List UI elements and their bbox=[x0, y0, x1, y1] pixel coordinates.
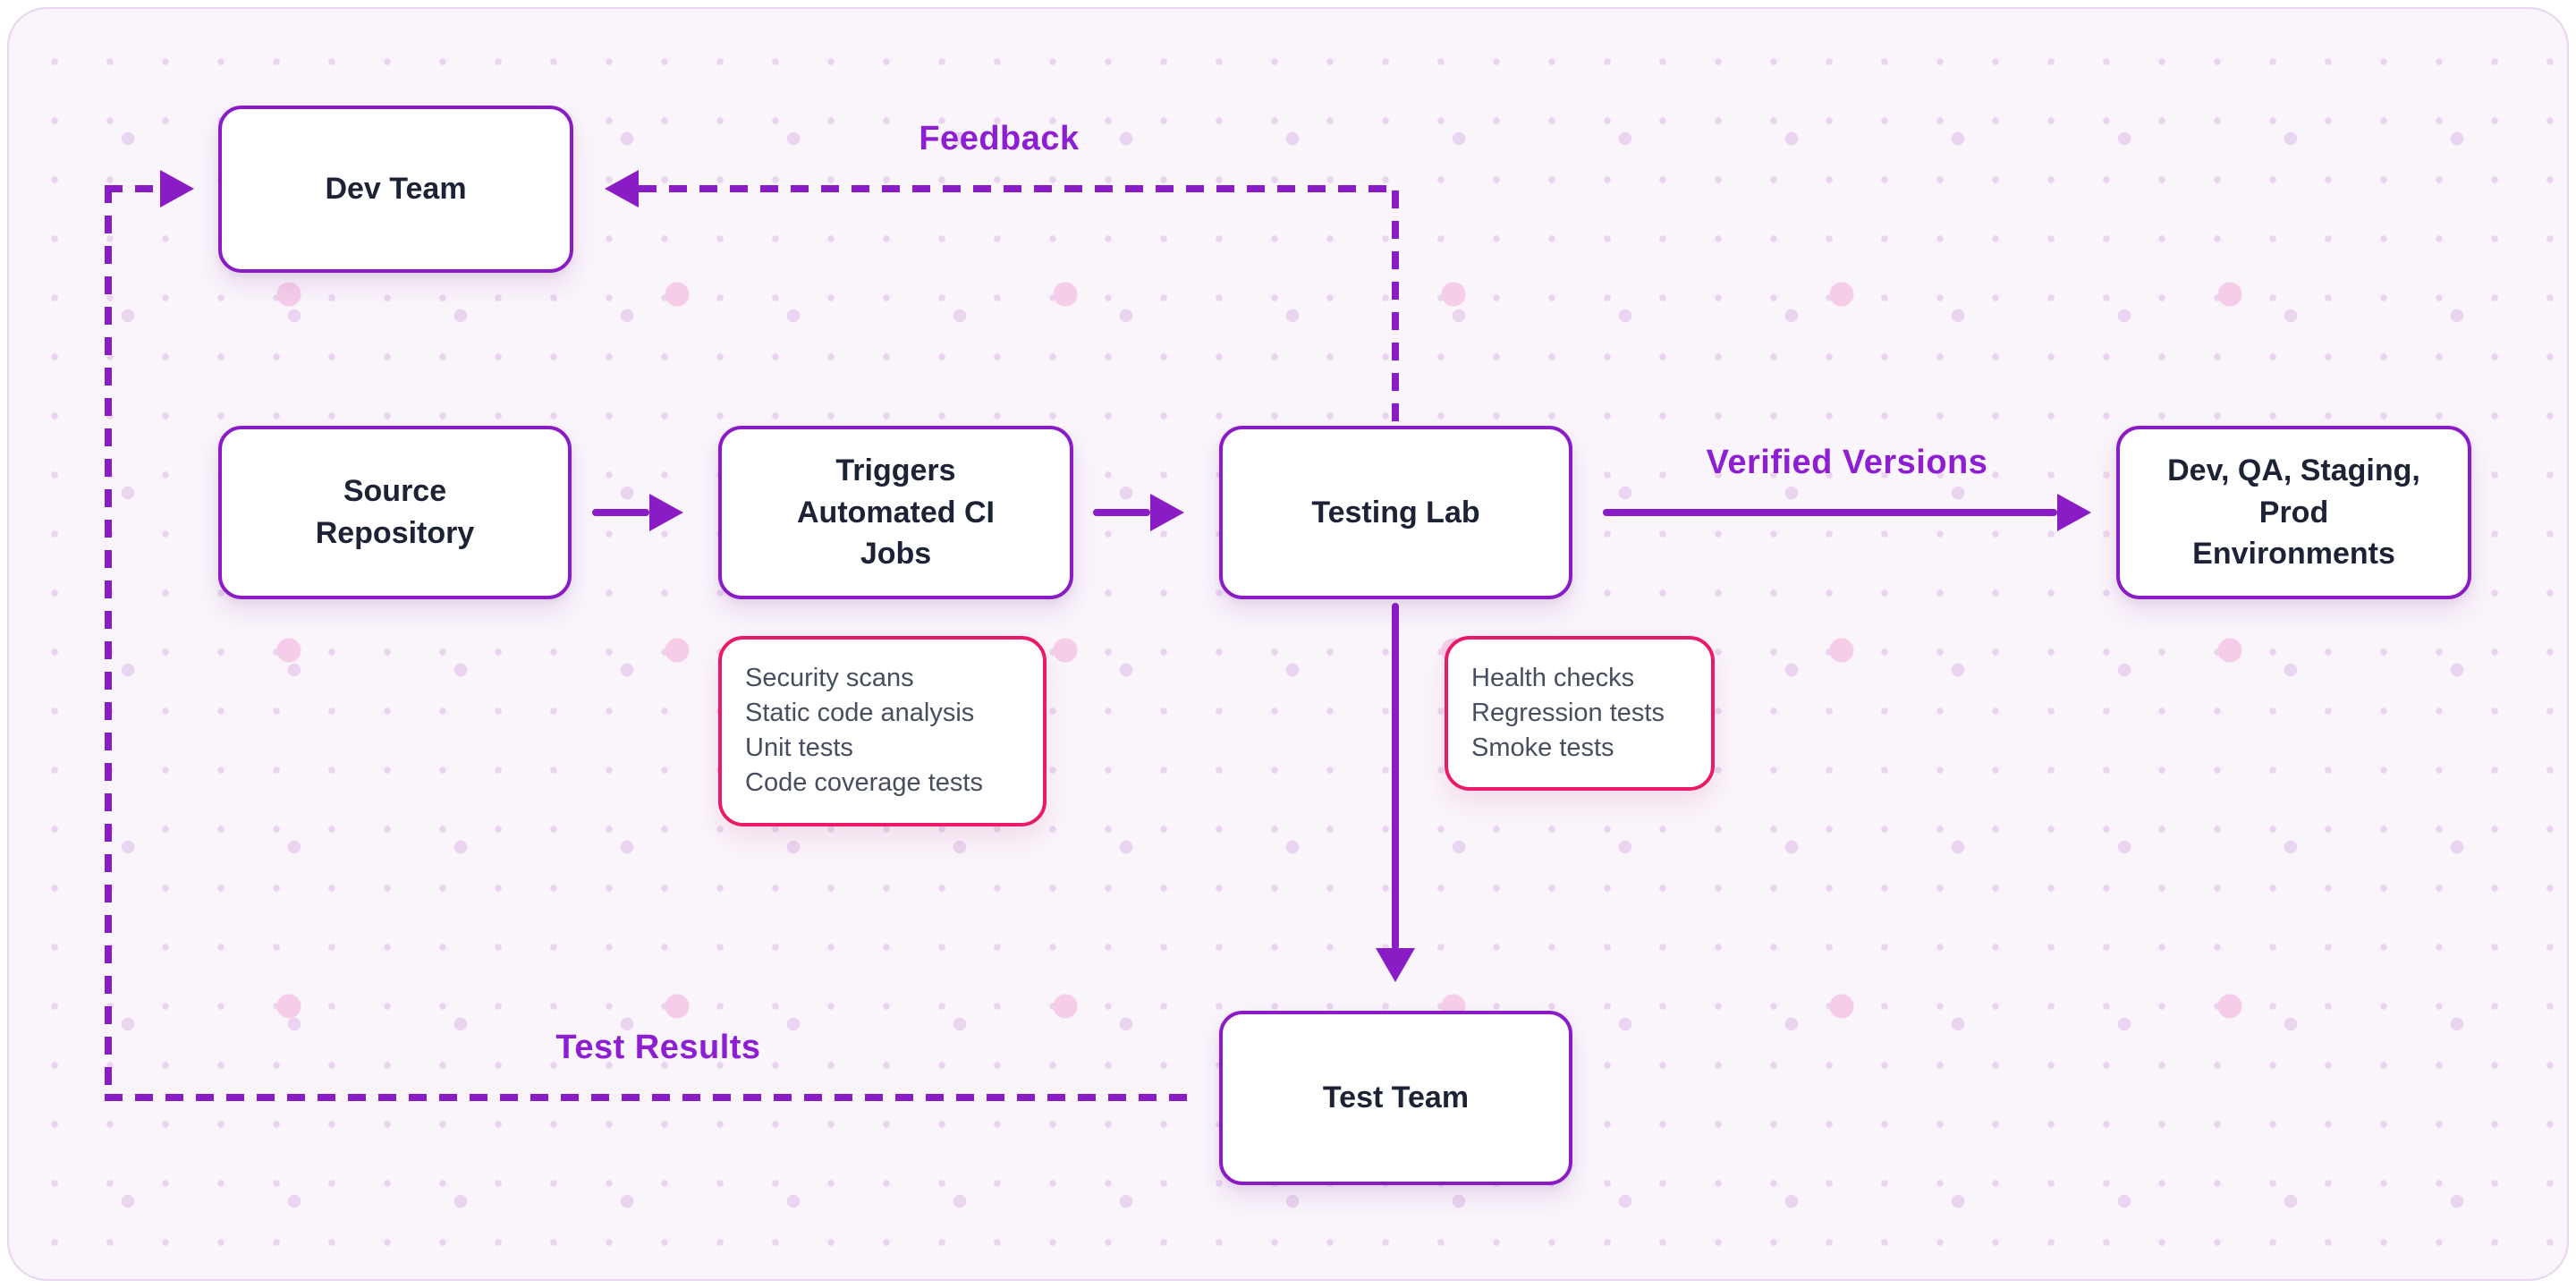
arrow-ci-to-testing-lab-head bbox=[1150, 494, 1184, 531]
node-dev-team-label: Dev Team bbox=[325, 172, 467, 207]
note-line: Static code analysis bbox=[745, 699, 975, 728]
node-environments-label: Dev, QA, Staging, Prod Environments bbox=[2167, 453, 2420, 572]
arrow-testing-lab-to-environments-head bbox=[2057, 494, 2091, 531]
note-line: Smoke tests bbox=[1471, 733, 1614, 763]
node-testing-lab-label: Testing Lab bbox=[1311, 495, 1480, 530]
feedback-arrow-vline bbox=[1392, 191, 1399, 421]
node-test-team: Test Team bbox=[1219, 1011, 1572, 1185]
arrow-testing-lab-to-test-team-head bbox=[1376, 948, 1415, 982]
node-ci-jobs: Triggers Automated CI Jobs bbox=[718, 426, 1073, 599]
test-results-path-bottom-hline bbox=[105, 1094, 1192, 1101]
node-source-repository: Source Repository bbox=[218, 426, 572, 599]
arrow-source-to-ci-head bbox=[649, 494, 683, 531]
edge-label-verified-versions: Verified Versions bbox=[1706, 444, 1988, 481]
note-line: Health checks bbox=[1471, 664, 1635, 692]
arrow-testing-lab-to-environments-line bbox=[1603, 509, 2057, 516]
note-line: Regression tests bbox=[1471, 699, 1665, 728]
note-line: Security scans bbox=[745, 664, 914, 692]
arrow-testing-lab-to-test-team-line bbox=[1392, 603, 1399, 950]
node-dev-team: Dev Team bbox=[218, 106, 573, 273]
note-ci-jobs: Security scans Static code analysis Unit… bbox=[718, 636, 1046, 826]
node-source-repository-label: Source Repository bbox=[315, 474, 475, 550]
note-line: Unit tests bbox=[745, 733, 853, 763]
node-test-team-label: Test Team bbox=[1322, 1080, 1470, 1115]
note-line: Code coverage tests bbox=[745, 768, 983, 798]
feedback-arrow-hline bbox=[639, 185, 1399, 192]
test-results-arrow-head bbox=[160, 170, 194, 208]
edge-label-feedback: Feedback bbox=[919, 120, 1080, 157]
test-results-path-vline bbox=[105, 185, 112, 1101]
node-ci-jobs-label: Triggers Automated CI Jobs bbox=[797, 453, 995, 572]
feedback-arrow-head bbox=[605, 170, 639, 208]
node-testing-lab: Testing Lab bbox=[1219, 426, 1572, 599]
edge-label-test-results: Test Results bbox=[555, 1029, 761, 1066]
test-results-path-top-hline bbox=[105, 185, 160, 192]
note-testing-lab: Health checks Regression tests Smoke tes… bbox=[1445, 636, 1715, 792]
node-environments: Dev, QA, Staging, Prod Environments bbox=[2116, 426, 2471, 599]
arrow-ci-to-testing-lab-line bbox=[1093, 509, 1150, 516]
arrow-source-to-ci-line bbox=[592, 509, 649, 516]
